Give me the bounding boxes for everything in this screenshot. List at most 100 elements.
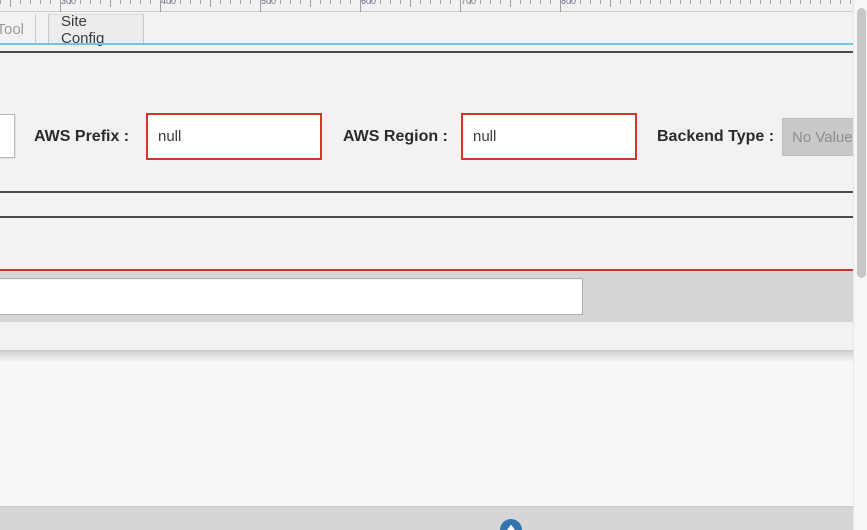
ruler-tick	[460, 0, 461, 12]
ruler-tick	[800, 0, 801, 4]
ruler-label: 400	[161, 0, 177, 6]
ruler-tick	[450, 0, 451, 4]
vertical-scrollbar-thumb[interactable]	[857, 8, 866, 278]
tab-site-config[interactable]: Site Config	[48, 13, 144, 47]
ruler-tick	[350, 0, 351, 4]
ruler-tick	[490, 0, 491, 4]
status-bar	[0, 507, 867, 530]
ruler-tick	[740, 0, 741, 4]
ruler-tick	[710, 0, 711, 4]
aws-prefix-input[interactable]: null	[146, 113, 322, 160]
aws-region-input[interactable]: null	[461, 113, 637, 160]
ruler-label: 700	[461, 0, 477, 6]
tab-strip: y Tool Site Config	[0, 12, 853, 47]
ruler-tick	[100, 0, 101, 4]
ruler-tick	[770, 0, 771, 4]
section-spacer-lower	[0, 218, 853, 269]
ruler-tick	[730, 0, 731, 4]
search-band	[0, 271, 853, 322]
panel-drop-shadow	[0, 351, 853, 361]
aws-prefix-label: AWS Prefix :	[34, 128, 130, 145]
ruler-tick	[170, 0, 171, 4]
ruler-tick	[650, 0, 651, 4]
ruler-tick	[620, 0, 621, 4]
ruler-tick	[810, 0, 811, 4]
ruler-tick	[420, 0, 421, 4]
search-input[interactable]	[0, 278, 583, 315]
ruler-tick	[410, 0, 411, 7]
aws-prefix-value: null	[158, 127, 182, 145]
ruler-tick	[640, 0, 641, 4]
ruler-label: 300	[61, 0, 77, 6]
ruler-tick	[580, 0, 581, 4]
up-arrow-circle-icon[interactable]	[500, 519, 522, 530]
ruler-tick	[110, 0, 111, 7]
ruler-tick	[470, 0, 471, 4]
ruler-tick	[180, 0, 181, 4]
ruler-tick	[750, 0, 751, 4]
ruler-tick	[500, 0, 501, 4]
ruler-tick	[610, 0, 611, 7]
ruler-tick	[220, 0, 221, 4]
lower-panel-divider	[0, 350, 853, 351]
ruler-tick	[630, 0, 631, 4]
ruler-tick	[60, 0, 61, 12]
ruler-tick	[230, 0, 231, 4]
tab-previous-tool[interactable]: y Tool	[0, 14, 36, 45]
ruler-tick	[250, 0, 251, 4]
tab-site-config-label: Site Config	[61, 13, 105, 47]
ruler-tick	[50, 0, 51, 4]
aws-region-value: null	[473, 127, 497, 145]
section-divider-middle	[0, 216, 853, 218]
ruler-tick	[780, 0, 781, 4]
ruler-tick	[140, 0, 141, 4]
aws-region-label: AWS Region :	[343, 128, 448, 145]
field-input-cut-left[interactable]	[0, 114, 15, 158]
ruler-tick	[0, 0, 1, 4]
ruler-tick	[720, 0, 721, 4]
ruler-tick	[120, 0, 121, 4]
status-bar-divider	[0, 506, 867, 507]
ruler-tick	[690, 0, 691, 4]
ruler-tick	[150, 0, 151, 4]
ruler-tick	[360, 0, 361, 12]
ruler-tick	[840, 0, 841, 4]
ruler-tick	[440, 0, 441, 4]
ruler-tick	[570, 0, 571, 4]
ruler-tick	[320, 0, 321, 4]
ruler-tick	[330, 0, 331, 4]
ruler-tick	[20, 0, 21, 4]
ruler-tick	[790, 0, 791, 4]
ruler-tick	[10, 0, 11, 7]
ruler-tick	[540, 0, 541, 4]
ruler-tick	[530, 0, 531, 4]
ruler-tick	[560, 0, 561, 12]
ruler-tick	[310, 0, 311, 7]
ruler-tick	[130, 0, 131, 4]
ruler-tick	[700, 0, 701, 4]
ruler-tick	[830, 0, 831, 4]
ruler-tick	[380, 0, 381, 4]
ruler-tick	[40, 0, 41, 4]
ruler-label: 500	[261, 0, 277, 6]
section-spacer-upper	[0, 193, 853, 216]
ruler-tick	[340, 0, 341, 4]
backend-type-label: Backend Type :	[657, 128, 775, 145]
backend-type-select[interactable]: No Value	[782, 118, 867, 156]
ruler-tick	[280, 0, 281, 4]
ruler-tick	[680, 0, 681, 4]
ruler-tick	[660, 0, 661, 4]
content-area	[0, 361, 853, 506]
ruler-tick	[760, 0, 761, 4]
ruler-tick	[190, 0, 191, 4]
section-divider-top	[0, 191, 853, 193]
vertical-scrollbar[interactable]	[853, 0, 867, 530]
config-form-row: AWS Prefix : null AWS Region : null Back…	[0, 55, 867, 207]
ruler-tick	[600, 0, 601, 4]
ruler-tick	[520, 0, 521, 4]
ruler-tick	[670, 0, 671, 4]
ruler-tick	[80, 0, 81, 4]
ruler-tick	[200, 0, 201, 4]
